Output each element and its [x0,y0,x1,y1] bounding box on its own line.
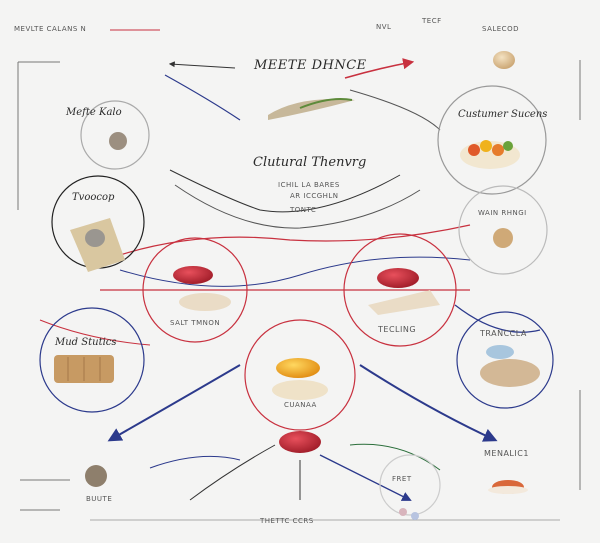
footer-label: THETTC CCRS [260,517,314,525]
header-top-left: MEVLTE CALANS N [14,25,87,33]
arrow-down-left [189,444,276,501]
header-top-right: SALECOD [482,25,519,33]
node-label-mud: Mud Stutics [55,337,117,348]
wain-object [493,228,513,248]
node-ring-cuanaa [244,319,356,431]
pastry-object [85,465,107,487]
frame-lines [17,29,581,521]
node-ring-custumer [437,85,547,195]
arrow-down-right [319,454,412,501]
red-disc-right [377,268,419,288]
node-label-menalic: MENALIC1 [484,449,529,458]
arrow-bottom-right [349,443,441,471]
node-ring-salt [142,237,248,343]
trancola-cheese [480,359,540,387]
subnote-line-2: AR ICCGHLN [290,192,339,200]
page-subtitle: Clutural Thenvrg [253,155,367,170]
page-title: MEETE DHNCE [254,58,367,73]
curve-center-4 [119,256,471,287]
small-dot-2 [411,512,419,520]
node-label-left-bottom: BUUTE [86,495,113,503]
node-label-custumer: Custumer Sucens [458,109,548,120]
arrow-right-diag [359,364,498,442]
curve-center-1 [169,169,401,213]
small-dot-1 [399,508,407,516]
herb-object [268,99,355,120]
header-top-center-a: NVL [376,23,392,31]
gold-disc [276,358,320,378]
node-ring-mefte [80,100,150,170]
title-arrow-right [344,58,415,79]
node-ring-mud [39,307,145,413]
node-label-tvoocop: Tvoocop [72,192,115,203]
red-disc-left [173,266,213,284]
arrow-left-diag [107,364,241,442]
subnote-line-1: ICHIL LA BARES [278,181,340,189]
curve-center-2 [174,184,421,229]
nut-object [109,132,127,150]
node-label-salt: SALT TMNON [170,319,221,327]
subnote-line-3: TONTC [290,206,317,214]
node-ring-wain [458,185,548,275]
node-label-wain: WAIN RHNGI [478,209,527,217]
arrow-bottom-left [149,455,241,469]
bean-object [493,51,515,69]
title-arrow-left [168,61,236,69]
curve-center-3 [119,224,471,256]
left-node-link [39,319,151,346]
node-label-fret: FRET [392,475,412,483]
header-top-center-b: TECF [422,17,442,25]
node-ring-trancola [456,311,554,409]
red-disc-bottom [279,431,321,453]
loop-top-left [164,74,241,121]
node-label-mefte: Mefte Kalo [66,107,122,118]
node-ring-fret [379,454,441,516]
node-label-tecling: TECLING [378,325,417,334]
node-ring-tecling [343,233,457,347]
node-label-cuanaa: CUANAA [284,401,317,409]
node-label-trancola: TRANCCLA [480,329,527,338]
right-node-link [454,304,541,333]
loop-top-right [349,89,441,131]
